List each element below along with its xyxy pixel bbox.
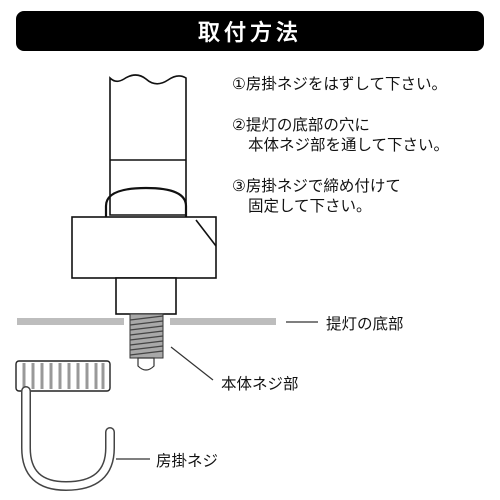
bracket-loop — [104, 186, 188, 220]
neck — [115, 277, 177, 315]
step-1-number: ① — [232, 75, 246, 93]
lantern-base-plate — [17, 318, 276, 325]
title-bar: 取付方法 — [16, 11, 484, 51]
step-1: ①房掛ネジをはずして下さい。 — [232, 74, 496, 94]
step-3-line-2: 固定して下さい。 — [248, 197, 372, 215]
step-2-line-2: 本体ネジ部を通して下さい。 — [248, 136, 450, 154]
tassel-hook-screw — [15, 360, 115, 492]
instruction-steps: ①房掛ネジをはずして下さい。 ②提灯の底部の穴に 本体ネジ部を通して下さい。 ③… — [232, 74, 496, 237]
step-3: ③房掛ネジで締め付けて 固定して下さい。 — [232, 176, 496, 216]
page-title: 取付方法 — [197, 21, 302, 46]
step-2-line-1: ②提灯の底部の穴に — [232, 116, 370, 134]
label-body-screw: 本体ネジ部 — [221, 375, 299, 393]
step-3-line-1: ③房掛ネジで締め付けて — [232, 177, 401, 195]
label-tassel-screw: 房掛ネジ — [156, 452, 219, 470]
step-3-number: ③ — [232, 177, 246, 195]
label-lantern-base: 提灯の底部 — [326, 315, 404, 333]
cap-block — [71, 216, 217, 279]
step-2-number: ② — [232, 116, 246, 134]
body-screw — [129, 313, 164, 371]
leader-line-body-screw — [170, 346, 214, 381]
step-2: ②提灯の底部の穴に 本体ネジ部を通して下さい。 — [232, 115, 496, 155]
step-1-line-1: ①房掛ネジをはずして下さい。 — [232, 75, 447, 93]
pipe — [109, 74, 187, 216]
